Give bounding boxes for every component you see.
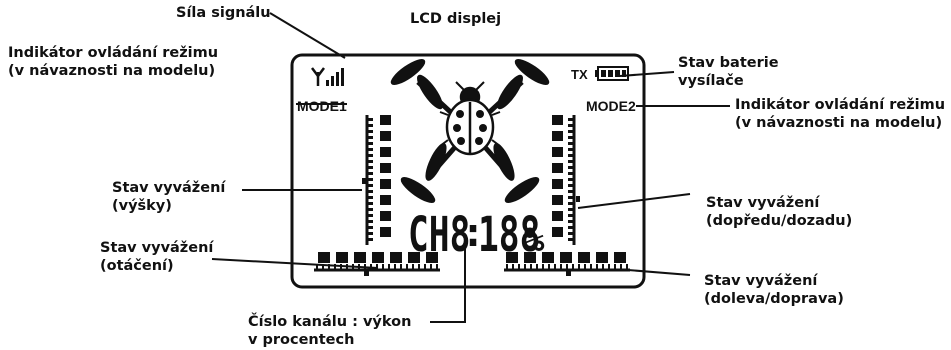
trim-leftright-label-line1: Stav vyvážení (704, 273, 818, 289)
channel-power-label-line1: Číslo kanálu : výkon (248, 314, 412, 330)
trim-forward-label-line2: (dopředu/dozadu) (706, 213, 853, 229)
trim-leftright-bar (504, 252, 630, 276)
trim-leftright-label-line2: (doleva/doprava) (704, 291, 844, 307)
trim-rotation-bar (314, 252, 440, 276)
signal-strength-text: Síla signálu (176, 5, 271, 21)
trim-height-label: Stav vyvážení (výšky) (112, 179, 225, 215)
trim-height-bar (362, 115, 391, 245)
channel-power-label: Číslo kanálu : výkon v procentech (248, 313, 411, 349)
trim-rotation-label-line1: Stav vyvážení (100, 240, 214, 256)
lcd-frame (290, 53, 646, 289)
battery-label-line1: Stav baterie (678, 55, 779, 71)
trim-leftright-label: Stav vyvážení (doleva/doprava) (704, 272, 844, 308)
signal-strength-label: Síla signálu (176, 4, 271, 22)
quadcopter-icon (390, 59, 550, 203)
trim-rotation-label-line2: (otáčení) (100, 258, 174, 274)
trim-height-label-line2: (výšky) (112, 198, 172, 214)
battery-label-line2: vysílače (678, 73, 744, 89)
trim-forward-bar (552, 115, 580, 245)
title-label: LCD displej (410, 11, 502, 27)
trim-forward-label: Stav vyvážení (dopředu/dozadu) (706, 194, 852, 230)
mode-left-label-line1: Indikátor ovládání režimu (8, 45, 219, 61)
antenna-icon (311, 67, 325, 86)
trim-forward-label-line1: Stav vyvážení (706, 195, 820, 211)
power-readout: 188 (478, 206, 540, 262)
mode-right-label: Indikátor ovládání režimu (v návaznosti … (735, 96, 945, 132)
battery-label: Stav baterie vysílače (678, 54, 779, 90)
tx-label: TX (571, 67, 588, 82)
trim-rotation-label: Stav vyvážení (otáčení) (100, 239, 213, 275)
mode-left-label-line2: (v návaznosti na modelu) (8, 63, 216, 79)
callout-lines (211, 12, 730, 323)
mode-left-indicator: MODE1 (297, 98, 347, 114)
ladybug-icon (439, 81, 501, 156)
battery-icon (595, 66, 629, 81)
channel-power-label-line2: v procentech (248, 332, 355, 348)
mode-right-label-line1: Indikátor ovládání režimu (735, 97, 946, 113)
trim-height-label-line1: Stav vyvážení (112, 180, 226, 196)
mode-left-label: Indikátor ovládání režimu (v návaznosti … (8, 44, 218, 80)
signal-bars-icon (326, 68, 344, 86)
mode-right-indicator: MODE2 (586, 98, 636, 114)
channel-readout: CH8 (408, 206, 470, 262)
percent-sign: % (524, 220, 545, 260)
mode-right-label-line2: (v návaznosti na modelu) (735, 115, 943, 131)
